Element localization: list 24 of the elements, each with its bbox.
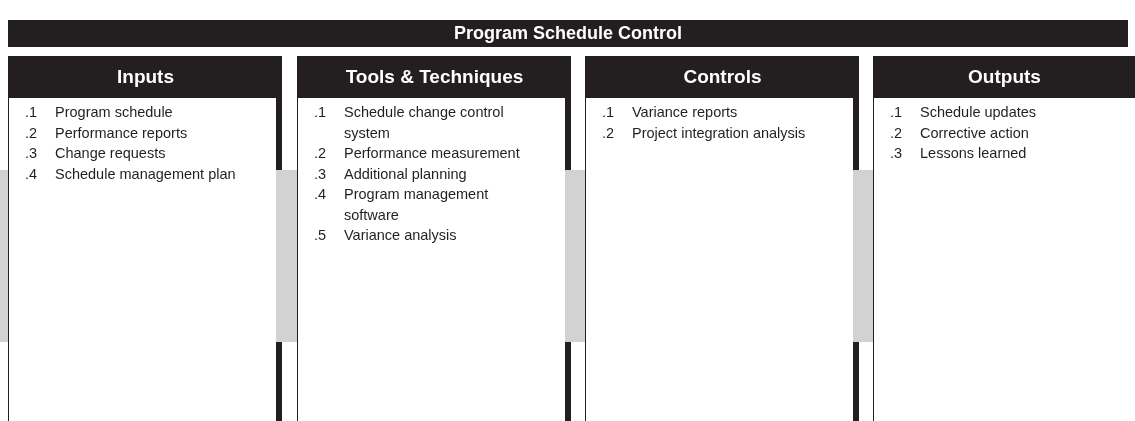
list-item: .1 Schedule change control system: [314, 103, 505, 143]
column-panel: [873, 56, 1135, 421]
list-item: .4 Program management software: [314, 185, 490, 225]
list-item: .2 Project integration analysis: [602, 123, 807, 143]
connector-bar: [0, 170, 8, 342]
list-item: .3 Change requests: [25, 144, 167, 163]
list-item: .1 Variance reports: [602, 103, 739, 122]
column-panel: [8, 56, 282, 421]
list-item: .2 Performance measurement: [314, 144, 521, 163]
list-item: .2 Corrective action: [890, 123, 1030, 143]
column-header: Outputs: [874, 56, 1135, 98]
title-banner: Program Schedule Control: [8, 20, 1128, 47]
column-panel: [585, 56, 859, 421]
list-item: .2 Performance reports: [25, 123, 189, 143]
list-item: .5 Variance analysis: [314, 226, 458, 245]
list-item: .3 Additional planning: [314, 164, 468, 184]
list-item: .3 Lessons learned: [890, 144, 1028, 163]
list-item: .1 Schedule updates: [890, 103, 1038, 122]
column-panel: [297, 56, 571, 421]
list-item: .4 Schedule management plan: [25, 164, 237, 184]
list-item: .1 Program schedule: [25, 103, 174, 122]
connector-bar: [853, 170, 873, 342]
connector-bar: [276, 170, 297, 342]
connector-bar: [565, 170, 585, 342]
